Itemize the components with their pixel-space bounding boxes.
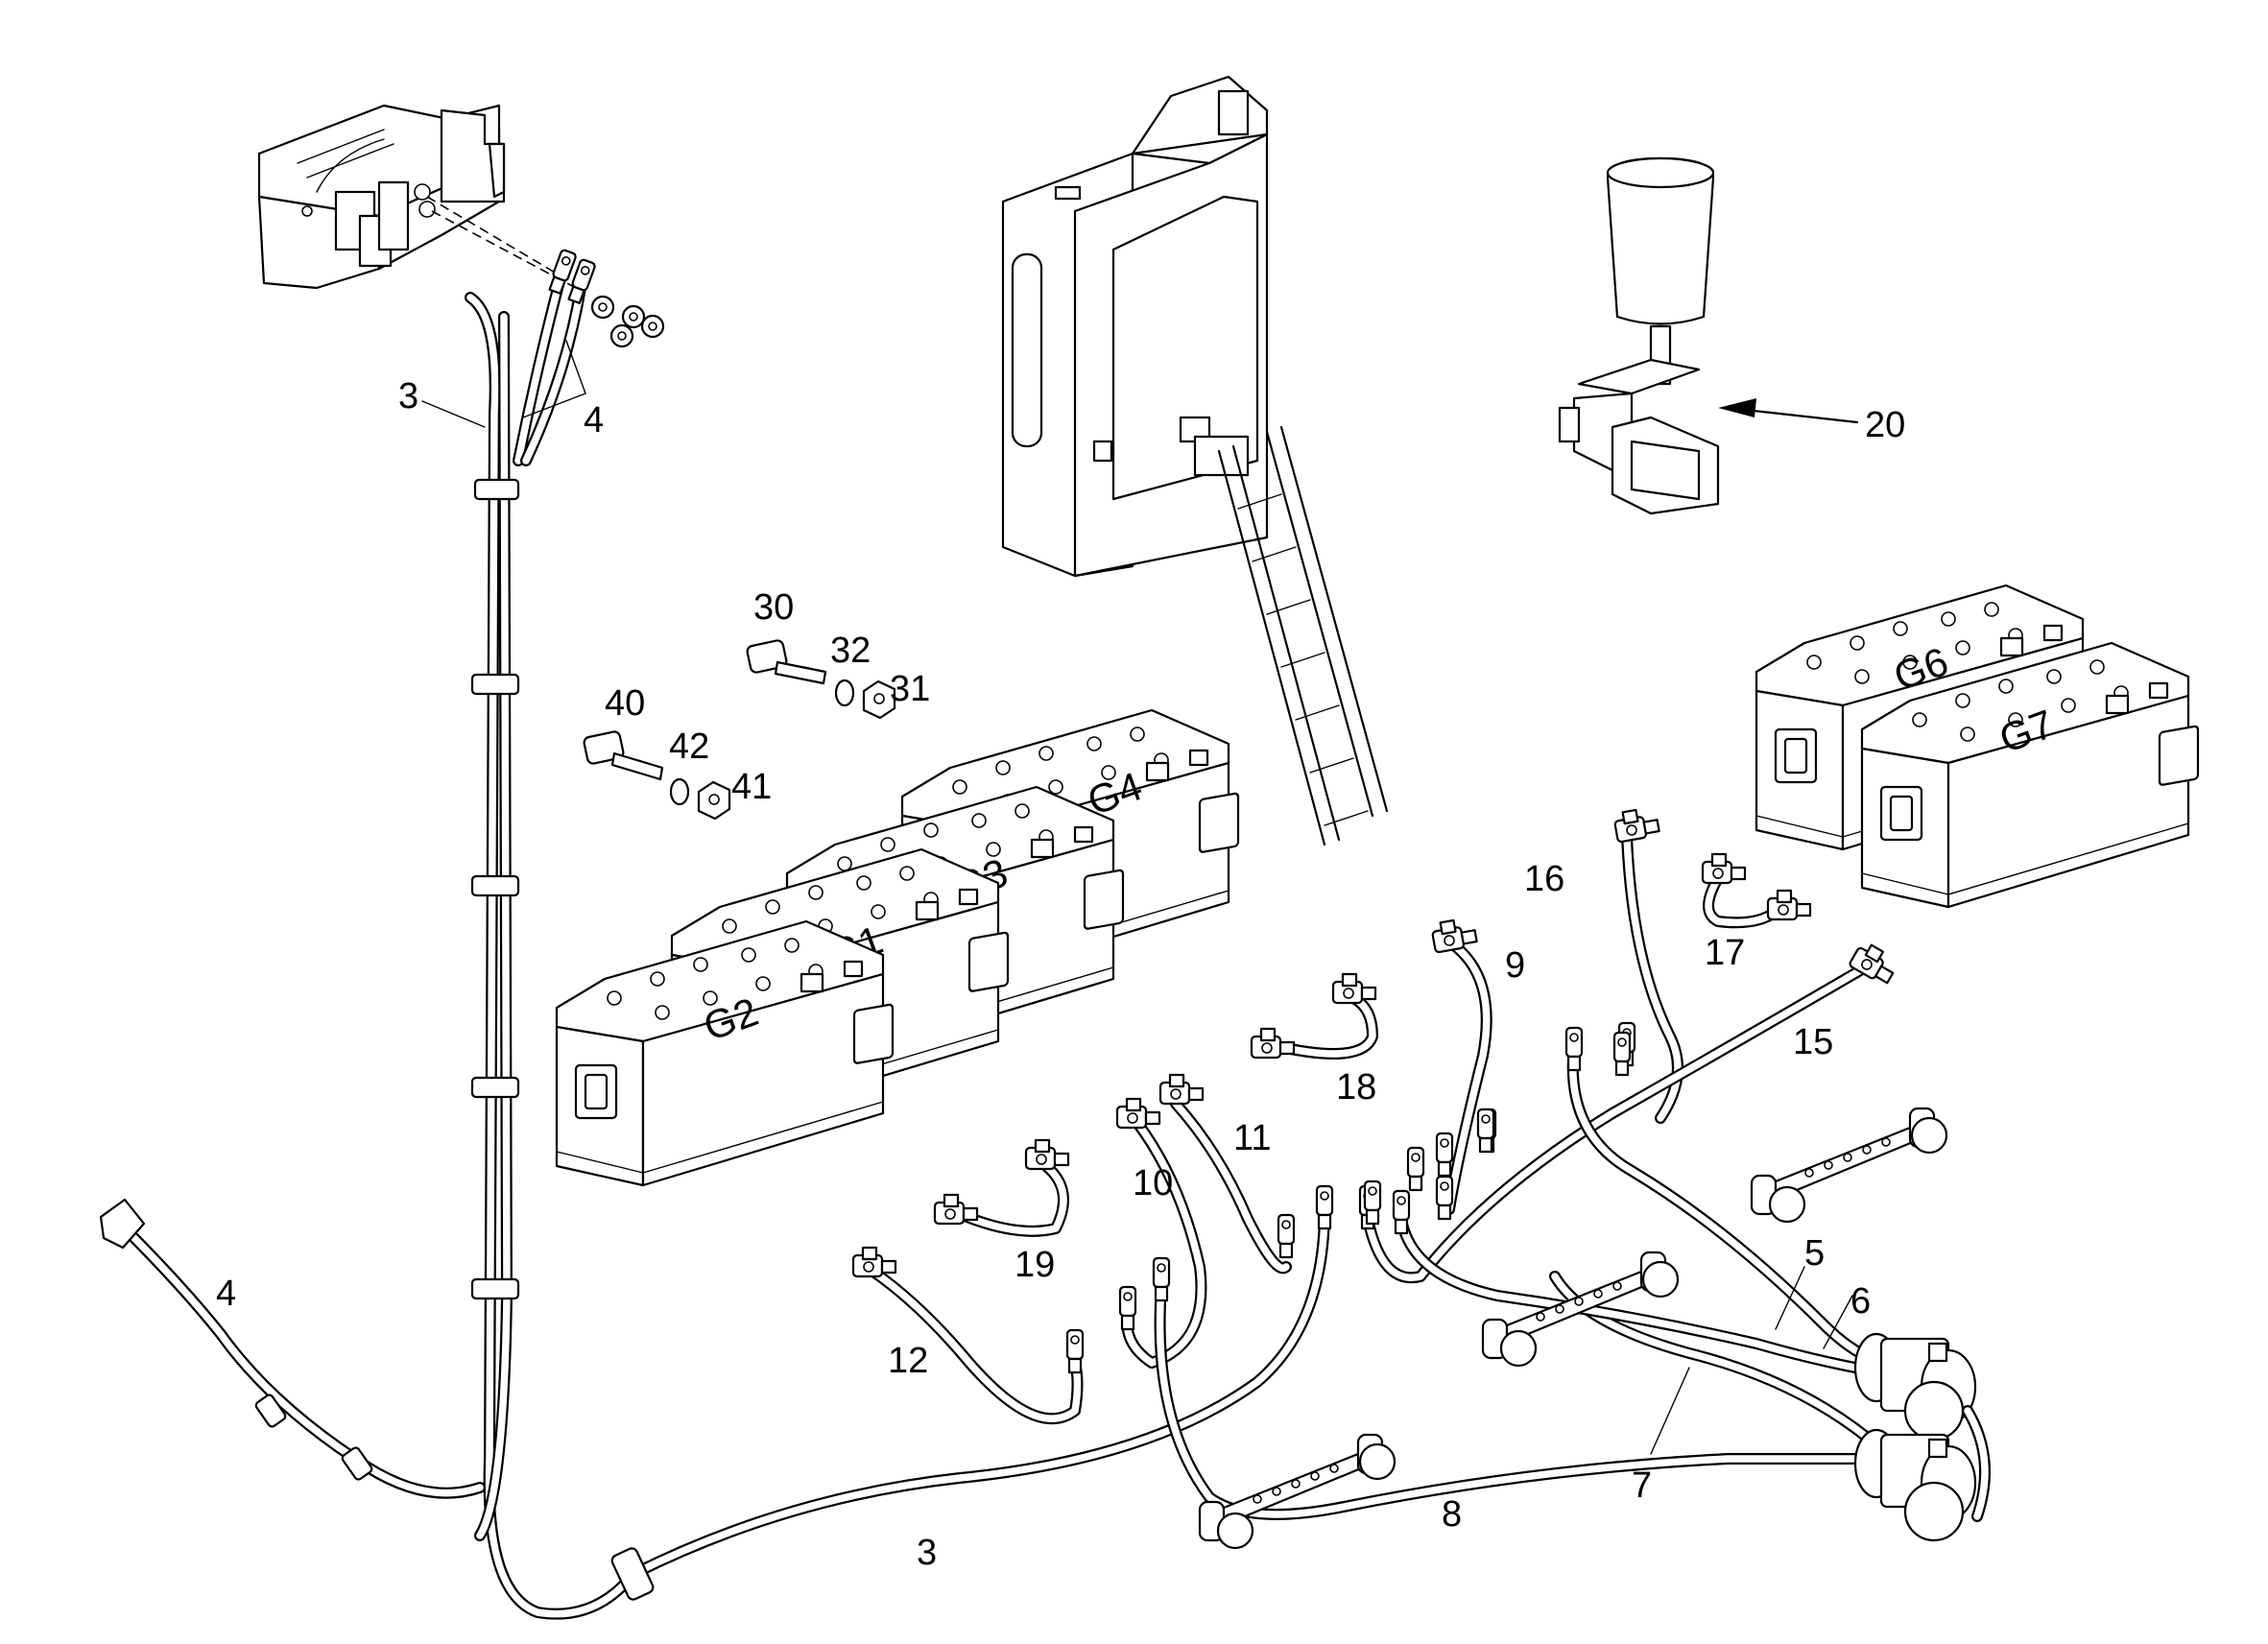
callout-32: 32 (830, 631, 871, 671)
leader-lines (421, 340, 1853, 1455)
cable-10 (1115, 1097, 1207, 1369)
callout-40: 40 (605, 683, 645, 724)
callout-42: 42 (669, 727, 709, 767)
connector-upper (1853, 1332, 1991, 1522)
ladder (1217, 425, 1389, 846)
callout-4-left: 4 (216, 1274, 236, 1314)
junction-box (257, 104, 506, 290)
busbar-middle (1481, 1251, 1680, 1368)
nut-31 (862, 679, 896, 720)
cable-11 (1158, 1073, 1296, 1275)
bolt-40 (583, 730, 664, 781)
washer-32 (834, 679, 855, 707)
cable-9 (1429, 916, 1497, 1221)
callout-5: 5 (1804, 1233, 1825, 1274)
cable-8 (1152, 1256, 1887, 1520)
connector-lower (1853, 1428, 1977, 1542)
callout-20: 20 (1865, 405, 1905, 445)
callout-11: 11 (1233, 1118, 1271, 1158)
nut-41 (697, 780, 731, 821)
bolt-30 (746, 639, 827, 685)
callout-3-top: 3 (398, 376, 418, 417)
callout-9: 9 (1505, 945, 1525, 986)
callout-10: 10 (1133, 1163, 1173, 1203)
callout-7: 7 (1632, 1465, 1652, 1506)
battery-g2: G2 (555, 919, 895, 1187)
callout-41: 41 (731, 767, 772, 807)
callout-19: 19 (1015, 1245, 1055, 1285)
callout-18: 18 (1336, 1067, 1376, 1108)
cable-5 (1564, 1026, 1887, 1369)
beacon-horn (1558, 156, 1859, 515)
callout-8: 8 (1442, 1494, 1462, 1535)
callout-6: 6 (1850, 1281, 1871, 1322)
cable-harness-3 (465, 248, 639, 1620)
callout-31: 31 (890, 669, 930, 709)
cable-3-main (610, 1184, 1334, 1601)
cable-4 (99, 1198, 486, 1499)
terminal-hardware (590, 295, 665, 348)
cable-15 (1358, 939, 1901, 1284)
busbar-upper-right (1750, 1107, 1948, 1224)
callout-12: 12 (888, 1341, 928, 1381)
washer-42 (669, 777, 690, 806)
jumper-17 (1701, 852, 1812, 929)
callout-4-top: 4 (584, 400, 604, 441)
busbar-lower (1198, 1433, 1397, 1550)
battery-g6: G6 (1755, 584, 2094, 851)
callout-17: 17 (1705, 933, 1745, 973)
cable-16 (1611, 805, 1683, 1124)
callout-15: 15 (1793, 1022, 1833, 1062)
battery-g7: G7 (1860, 641, 2200, 909)
jumper-18 (1250, 972, 1378, 1060)
battery-cabinet (1001, 75, 1269, 578)
callout-30: 30 (753, 587, 794, 628)
callout-16: 16 (1524, 859, 1564, 899)
callout-3-bottom: 3 (917, 1533, 937, 1573)
cable-6 (1392, 1189, 1887, 1378)
jumper-19 (933, 1138, 1070, 1237)
cable-12 (851, 1246, 1085, 1425)
